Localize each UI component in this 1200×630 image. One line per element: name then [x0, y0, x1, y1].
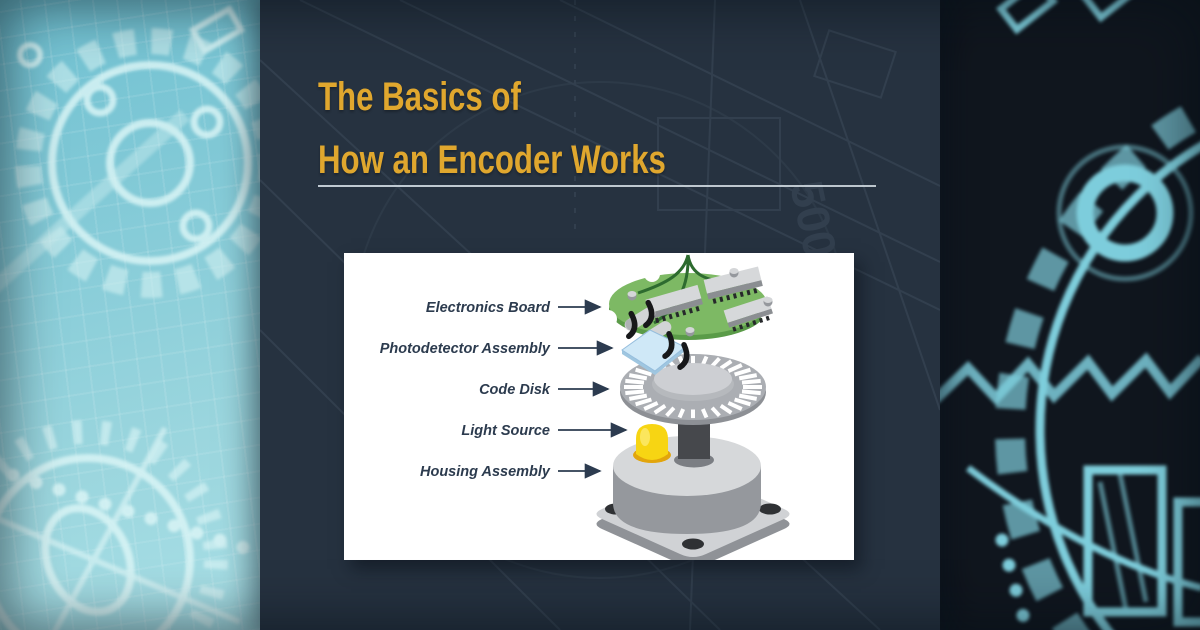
ring-icon: [1056, 144, 1194, 282]
light-rays-icon: [626, 299, 690, 370]
gear-teeth-icon: [0, 420, 228, 630]
chain-dots-icon: [0, 464, 252, 555]
title-line-2: How an Encoder Works: [318, 138, 666, 182]
blueprint-number: 500: [780, 176, 847, 262]
label-photodetector-assembly: Photodetector Assembly: [380, 341, 551, 357]
bolt-hole-icon: [759, 503, 781, 515]
bolt-hole-icon: [190, 105, 224, 139]
blueprint-bar: [0, 109, 190, 292]
gear-outline-icon: [48, 61, 252, 265]
blueprint-rect: [188, 5, 246, 55]
gear-hub-icon: [41, 504, 135, 616]
encoder-exploded-diagram: Electronics Board Photodetector Assembly…: [380, 254, 790, 560]
light-source-art: [633, 424, 671, 463]
code-disk-slots: [624, 355, 762, 419]
gear-outline-icon: [0, 454, 194, 630]
title-line-1: The Basics of: [318, 75, 521, 119]
code-disk-art: [620, 354, 766, 425]
center-panel: 500 The Basics of How an Encoder Works: [260, 0, 940, 630]
blueprint-rect: [995, 0, 1059, 35]
gear-teeth-icon: [995, 95, 1200, 630]
ring-icon: [1076, 164, 1174, 262]
encoder-diagram-card: Electronics Board Photodetector Assembly…: [344, 253, 854, 560]
housing-assembly-art: [596, 436, 790, 560]
crosshair-lines: [0, 426, 242, 630]
gear-art-left: [0, 5, 260, 630]
blueprint-rect: [1079, 0, 1143, 23]
bolt-hole-icon: [17, 42, 43, 68]
blueprint-arc: [965, 465, 1200, 592]
diagram-labels: Electronics Board Photodetector Assembly…: [380, 299, 628, 480]
gear-rack-icon: [940, 352, 1200, 406]
electronics-board-art: [599, 254, 776, 345]
chip-icon: [723, 296, 773, 332]
title-divider: [318, 185, 876, 187]
label-electronics-board: Electronics Board: [426, 300, 551, 316]
blueprint-rect: [1173, 497, 1200, 627]
chip-icon: [703, 266, 763, 304]
standoff-icon: [627, 268, 773, 337]
gear-art-right: [940, 0, 1200, 630]
label-code-disk: Code Disk: [479, 382, 551, 398]
blueprint-right-strip: [940, 0, 1200, 630]
gear-outline-icon: [1035, 142, 1200, 630]
blueprint-slats: [1097, 473, 1149, 611]
chip-icon: [645, 284, 703, 324]
page-title: The Basics of How an Encoder Works: [318, 66, 764, 192]
blueprint-left-strip: [0, 0, 260, 630]
photodetector-assembly-art: [621, 299, 690, 375]
bolt-hole-icon: [83, 83, 117, 117]
label-housing-assembly: Housing Assembly: [420, 464, 551, 480]
label-light-source: Light Source: [461, 423, 550, 439]
bolt-hole-icon: [179, 209, 213, 243]
bolt-hole-icon: [682, 538, 704, 550]
gear-hub-icon: [106, 119, 194, 207]
gear-teeth-icon: [15, 28, 260, 298]
